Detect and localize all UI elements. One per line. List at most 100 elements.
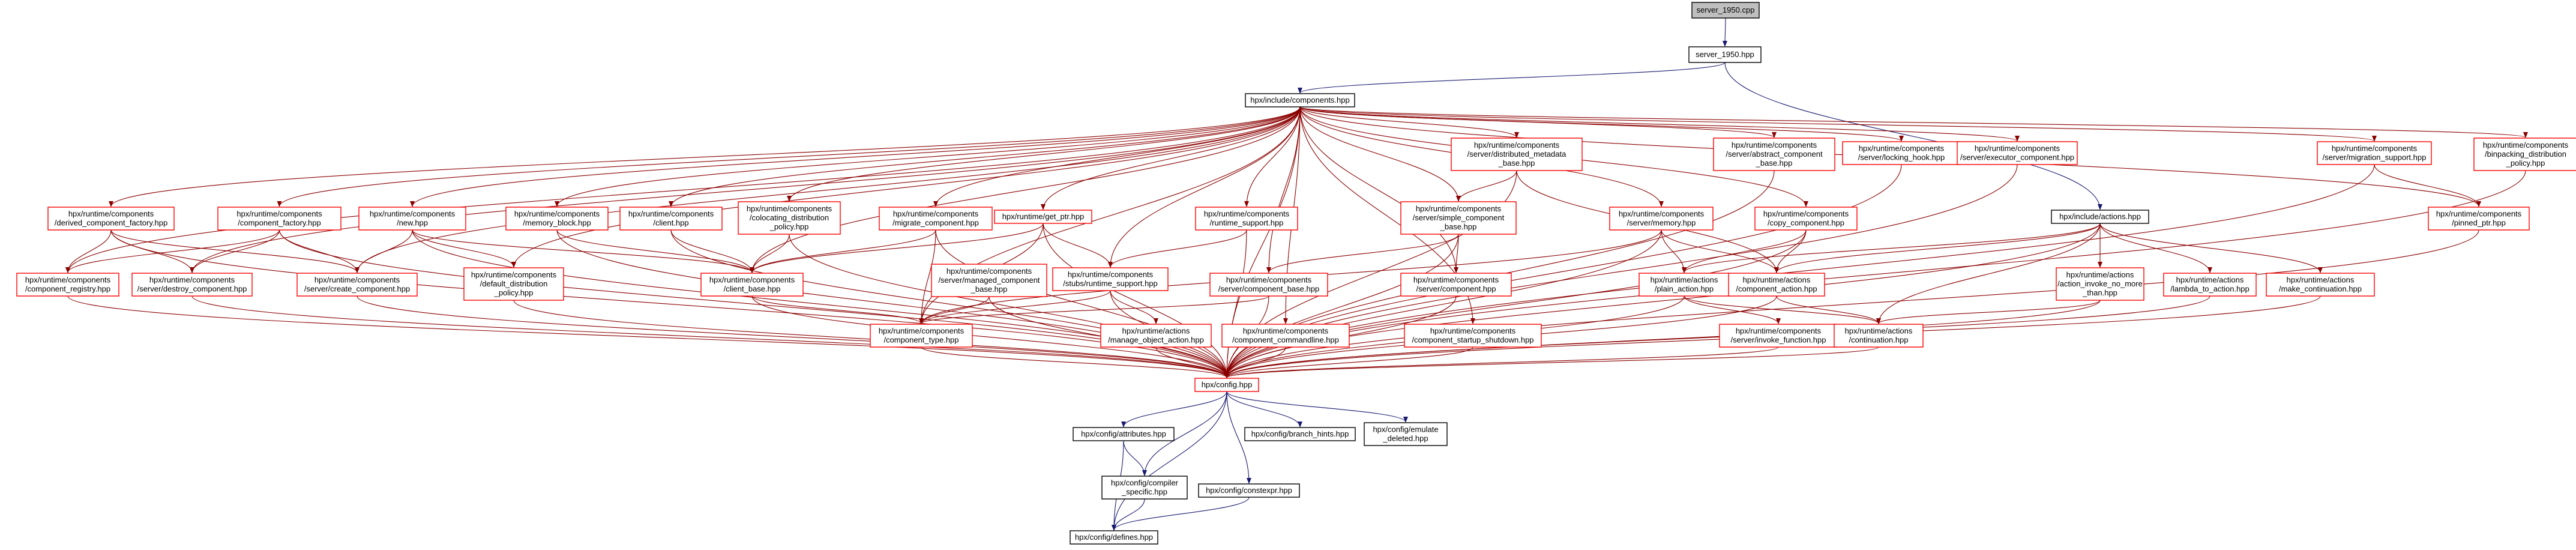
node-client_base[interactable]: hpx/runtime/components/client_base.hpp: [700, 273, 804, 297]
node-copy_component[interactable]: hpx/runtime/components/copy_component.hp…: [1754, 207, 1858, 231]
node-label-line: /server/abstract_component: [1726, 150, 1823, 159]
node-box: [2317, 141, 2432, 165]
node-server_memory[interactable]: hpx/runtime/components/server/memory.hpp: [1609, 207, 1714, 231]
node-migrate[interactable]: hpx/runtime/components/migrate_component…: [879, 207, 993, 231]
node-label-line: hpx/runtime/actions: [2287, 276, 2355, 285]
node-label-line: _than.hpp: [2082, 288, 2117, 297]
node-component_registry[interactable]: hpx/runtime/components/component_registr…: [16, 273, 119, 297]
node-branch_hints[interactable]: hpx/config/branch_hints.hpp: [1244, 427, 1356, 441]
node-component_type[interactable]: hpx/runtime/components/component_type.hp…: [870, 324, 973, 348]
node-label-line: hpx/runtime/actions: [1845, 327, 1913, 336]
node-components[interactable]: hpx/include/components.hpp: [1245, 93, 1355, 107]
node-action_invoke[interactable]: hpx/runtime/actions/action_invoke_no_mor…: [2056, 267, 2144, 301]
node-simple_component[interactable]: hpx/runtime/components/server/simple_com…: [1400, 201, 1517, 235]
node-label-line: /server/create_component.hpp: [304, 285, 410, 294]
include-edge-new-to-config: [412, 229, 1229, 378]
node-invoke_function[interactable]: hpx/runtime/components/server/invoke_fun…: [1719, 324, 1838, 348]
node-box: [1609, 207, 1714, 231]
node-migration_support[interactable]: hpx/runtime/components/server/migration_…: [2317, 141, 2432, 165]
node-label-line: hpx/runtime/components: [1732, 141, 1817, 150]
node-destroy_component[interactable]: hpx/runtime/components/server/destroy_co…: [131, 273, 253, 297]
node-label-line: /server/managed_component: [938, 276, 1040, 285]
include-edge-distributed_metadata-to-simple_component: [1456, 170, 1517, 202]
include-edge-actions-to-lambda_to_action: [2099, 223, 2212, 273]
node-label-line: hpx/runtime/components: [628, 210, 714, 219]
node-memory_block[interactable]: hpx/runtime/components/memory_block.hpp: [505, 207, 609, 231]
include-edge-memory_block-to-config: [556, 229, 1229, 378]
node-derived_factory[interactable]: hpx/runtime/components/derived_component…: [47, 207, 175, 231]
node-stubs_runtime_support[interactable]: hpx/runtime/components/stubs/runtime_sup…: [1052, 267, 1169, 291]
node-label-line: /manage_object_action.hpp: [1108, 336, 1204, 345]
node-box: [2428, 207, 2530, 231]
node-box: [16, 273, 119, 297]
node-server_component[interactable]: hpx/runtime/components/server/component.…: [1400, 273, 1512, 297]
node-config[interactable]: hpx/config.hpp: [1194, 378, 1259, 392]
node-box: [1451, 138, 1583, 171]
include-edge-components-to-destroy_component: [190, 106, 1301, 273]
node-label-line: hpx/include/actions.hpp: [2059, 212, 2141, 221]
node-label-line: hpx/runtime/components: [149, 276, 235, 285]
node-box: [1639, 273, 1730, 297]
include-edge-components-to-colocating: [787, 106, 1301, 202]
node-box: [1244, 427, 1356, 441]
node-binpacking[interactable]: hpx/runtime/components/binpacking_distri…: [2473, 138, 2576, 171]
node-label-line: hpx/runtime/components: [1859, 144, 1945, 153]
node-component_commandline[interactable]: hpx/runtime/components/component_command…: [1221, 324, 1350, 348]
node-actions[interactable]: hpx/include/actions.hpp: [2051, 210, 2149, 224]
node-pinned_ptr[interactable]: hpx/runtime/components/pinned_ptr.hpp: [2428, 207, 2530, 231]
node-box: [1194, 378, 1259, 392]
node-emulate_deleted[interactable]: hpx/config/emulate_deleted.hpp: [1364, 422, 1448, 446]
node-box: [700, 273, 804, 297]
node-continuation[interactable]: hpx/runtime/actions/continuation.hpp: [1834, 324, 1924, 348]
node-label-line: hpx/runtime/components: [68, 210, 154, 219]
node-box: [2266, 273, 2375, 297]
node-constexpr[interactable]: hpx/config/constexpr.hpp: [1198, 483, 1300, 498]
include-edge-colocating-to-config: [789, 234, 1229, 378]
node-locking_hook[interactable]: hpx/runtime/components/server/locking_ho…: [1842, 141, 1961, 165]
node-manage_object[interactable]: hpx/runtime/actions/manage_object_action…: [1100, 324, 1212, 348]
node-box: [1754, 207, 1858, 231]
include-edge-client-to-client_base: [670, 229, 754, 273]
node-colocating[interactable]: hpx/runtime/components/colocating_distri…: [738, 201, 841, 235]
node-box: [1100, 324, 1212, 348]
node-label-line: hpx/runtime/components: [1619, 210, 1705, 219]
node-defines[interactable]: hpx/config/defines.hpp: [1070, 530, 1158, 545]
include-edge-component_registry-to-config: [67, 295, 1229, 378]
node-box: [2163, 273, 2257, 297]
include-edge-config-to-emulate_deleted: [1226, 391, 1408, 423]
node-label-line: hpx/runtime/components: [747, 204, 832, 213]
node-server1950hpp[interactable]: server_1950.hpp: [1688, 46, 1762, 63]
node-component_action[interactable]: hpx/runtime/actions/component_action.hpp: [1728, 273, 1825, 297]
node-component_base[interactable]: hpx/runtime/components/server/component_…: [1209, 273, 1328, 297]
node-label-line: /server/migration_support.hpp: [2323, 153, 2427, 162]
node-create_component[interactable]: hpx/runtime/components/server/create_com…: [296, 273, 418, 297]
node-client[interactable]: hpx/runtime/components/client.hpp: [619, 207, 723, 231]
node-abstract_component[interactable]: hpx/runtime/components/server/abstract_c…: [1713, 138, 1835, 171]
include-edge-components-to-simple_component: [1299, 106, 1461, 202]
node-startup_shutdown[interactable]: hpx/runtime/components/component_startup…: [1404, 324, 1542, 348]
node-label-line: _policy.hpp: [769, 222, 809, 231]
node-managed_component[interactable]: hpx/runtime/components/server/managed_co…: [931, 264, 1047, 297]
node-executor_component[interactable]: hpx/runtime/components/server/executor_c…: [1957, 141, 2078, 165]
include-edge-components-to-new: [410, 106, 1301, 207]
node-distributed_metadata[interactable]: hpx/runtime/components/server/distribute…: [1451, 138, 1583, 171]
node-component_factory[interactable]: hpx/runtime/components/component_factory…: [217, 207, 342, 231]
include-edge-constexpr-to-defines: [1112, 497, 1250, 531]
node-get_ptr[interactable]: hpx/runtime/get_ptr.hpp: [994, 210, 1092, 224]
node-default_distribution[interactable]: hpx/runtime/components/default_distribut…: [463, 267, 564, 301]
node-new[interactable]: hpx/runtime/components/new.hpp: [358, 207, 466, 231]
node-label-line: /default_distribution: [480, 279, 548, 288]
node-plain_action[interactable]: hpx/runtime/actions/plain_action.hpp: [1639, 273, 1730, 297]
node-label-line: /memory_block.hpp: [523, 219, 591, 228]
include-edge-simple_component-to-component_base: [1266, 234, 1459, 273]
node-label-line: hpx/runtime/actions: [2066, 270, 2134, 279]
node-runtime_support[interactable]: hpx/runtime/components/runtime_support.h…: [1195, 207, 1298, 231]
node-lambda_to_action[interactable]: hpx/runtime/actions/lambda_to_action.hpp: [2163, 273, 2257, 297]
node-compiler_specific[interactable]: hpx/config/compiler_specific.hpp: [1101, 476, 1188, 500]
node-make_continuation[interactable]: hpx/runtime/actions/make_continuation.hp…: [2266, 273, 2375, 297]
node-label-line: hpx/runtime/components: [1474, 141, 1560, 150]
node-attributes[interactable]: hpx/config/attributes.hpp: [1073, 427, 1175, 441]
node-box: [738, 201, 841, 235]
node-label-line: /pinned_ptr.hpp: [2452, 219, 2506, 228]
node-label-line: server_1950.cpp: [1697, 5, 1755, 14]
